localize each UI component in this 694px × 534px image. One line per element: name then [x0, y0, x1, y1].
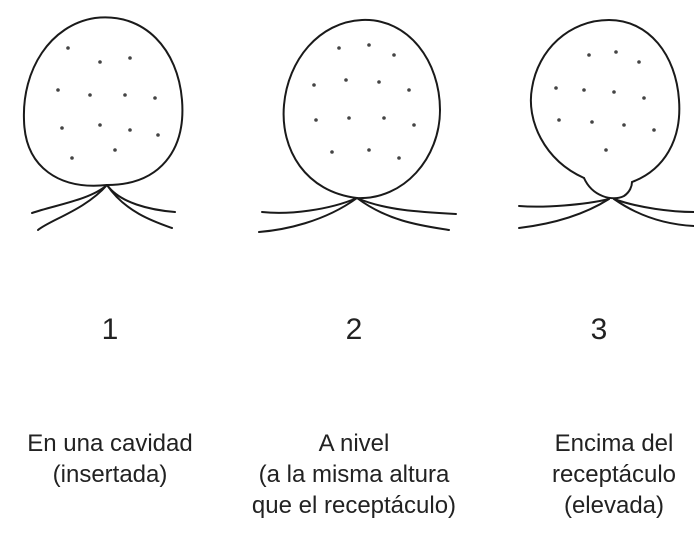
panel-3-caption: Encima del receptáculo (elevada)	[514, 428, 694, 521]
panel-3-caption-line-3: (elevada)	[563, 492, 665, 519]
panel-2: 2 A nivel (a la misma altura que el rece…	[244, 0, 464, 534]
panel-2-caption-line-1: A nivel	[318, 430, 390, 457]
panel-3-caption-line-2: receptáculo	[551, 461, 677, 488]
panel-2-caption: A nivel (a la misma altura que el recept…	[244, 428, 464, 521]
panel-2-number: 2	[345, 313, 363, 346]
panel-1-number: 1	[101, 313, 119, 346]
panel-3-number: 3	[590, 313, 608, 346]
panel-1-caption-line-1: En una cavidad	[27, 430, 193, 457]
panel-1: 1 En una cavidad (insertada)	[0, 0, 220, 534]
panel-3-caption-line-1: Encima del	[554, 430, 674, 457]
panel-2-caption-line-3: que el receptáculo)	[251, 492, 457, 519]
panel-2-caption-line-2: (a la misma altura	[258, 461, 450, 488]
panel-1-caption: En una cavidad (insertada)	[0, 428, 220, 490]
panel-1-caption-line-2: (insertada)	[52, 461, 168, 488]
strawberry-inserted-in-cavity-icon	[22, 16, 184, 231]
strawberry-level-with-receptacle-icon	[258, 18, 457, 233]
panel-3: 3 Encima del receptáculo (elevada)	[514, 0, 694, 534]
strawberry-raised-above-receptacle-icon	[518, 19, 694, 229]
